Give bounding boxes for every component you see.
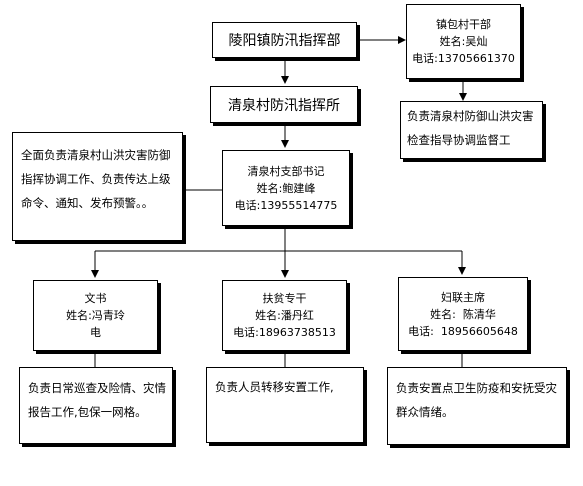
poverty-name: 姓名:潘丹红	[255, 309, 314, 322]
village-cadre-name: 姓名:吴灿	[439, 35, 488, 48]
women-name: 姓名: 陈清华	[430, 307, 496, 321]
village-office-box: 清泉村防汛指挥所	[210, 86, 358, 123]
secretary-duty: 全面负责清泉村山洪灾害防御指挥协调工作、负责传达上级命令、通知、发布预警。。	[21, 148, 171, 210]
clerk-duty-box: 负责日常巡查及险情、灾情报告工作,包保一网格。	[19, 367, 173, 444]
clerk-title: 文书	[84, 292, 107, 305]
hq-box: 陵阳镇防汛指挥部	[212, 22, 357, 58]
village-cadre-duty: 负责清泉村防御山洪灾害检查指导协调监督工	[407, 109, 534, 147]
hq-title: 陵阳镇防汛指挥部	[228, 33, 341, 49]
village-office-title: 清泉村防汛指挥所	[228, 97, 340, 114]
clerk-phone: 电	[90, 326, 101, 339]
village-cadre-box: 镇包村干部 姓名:吴灿 电话:13705661370	[406, 4, 521, 79]
poverty-box: 扶贫专干 姓名:潘丹红 电话:18963738513	[222, 280, 347, 351]
poverty-title: 扶贫专干	[262, 292, 307, 305]
women-title: 妇联主席	[441, 290, 485, 304]
secretary-phone: 电话:13955514775	[234, 198, 338, 212]
secretary-title: 清泉村支部书记	[247, 164, 325, 178]
secretary-box: 清泉村支部书记 姓名:鲍建峰 电话:13955514775	[222, 150, 350, 226]
poverty-phone: 电话:18963738513	[233, 326, 336, 339]
women-duty: 负责安置点卫生防疫和安抚受灾群众情绪。	[396, 381, 557, 419]
poverty-duty: 负责人员转移安置工作,	[215, 380, 334, 394]
secretary-duty-box: 全面负责清泉村山洪灾害防御指挥协调工作、负责传达上级命令、通知、发布预警。。	[12, 132, 183, 241]
clerk-duty: 负责日常巡查及险情、灾情报告工作,包保一网格。	[28, 381, 166, 419]
secretary-name: 姓名:鲍建峰	[256, 181, 316, 195]
clerk-name: 姓名:冯青玲	[66, 309, 125, 322]
village-cadre-title: 镇包村干部	[436, 18, 491, 31]
clerk-box: 文书 姓名:冯青玲 电	[33, 280, 158, 351]
village-cadre-duty-box: 负责清泉村防御山洪灾害检查指导协调监督工	[400, 101, 543, 159]
women-duty-box: 负责安置点卫生防疫和安抚受灾群众情绪。	[387, 367, 567, 445]
women-phone: 电话: 18956605648	[408, 324, 518, 338]
village-cadre-phone: 电话:13705661370	[412, 52, 515, 65]
poverty-duty-box: 负责人员转移安置工作,	[206, 367, 364, 443]
women-box: 妇联主席 姓名: 陈清华 电话: 18956605648	[398, 277, 528, 351]
